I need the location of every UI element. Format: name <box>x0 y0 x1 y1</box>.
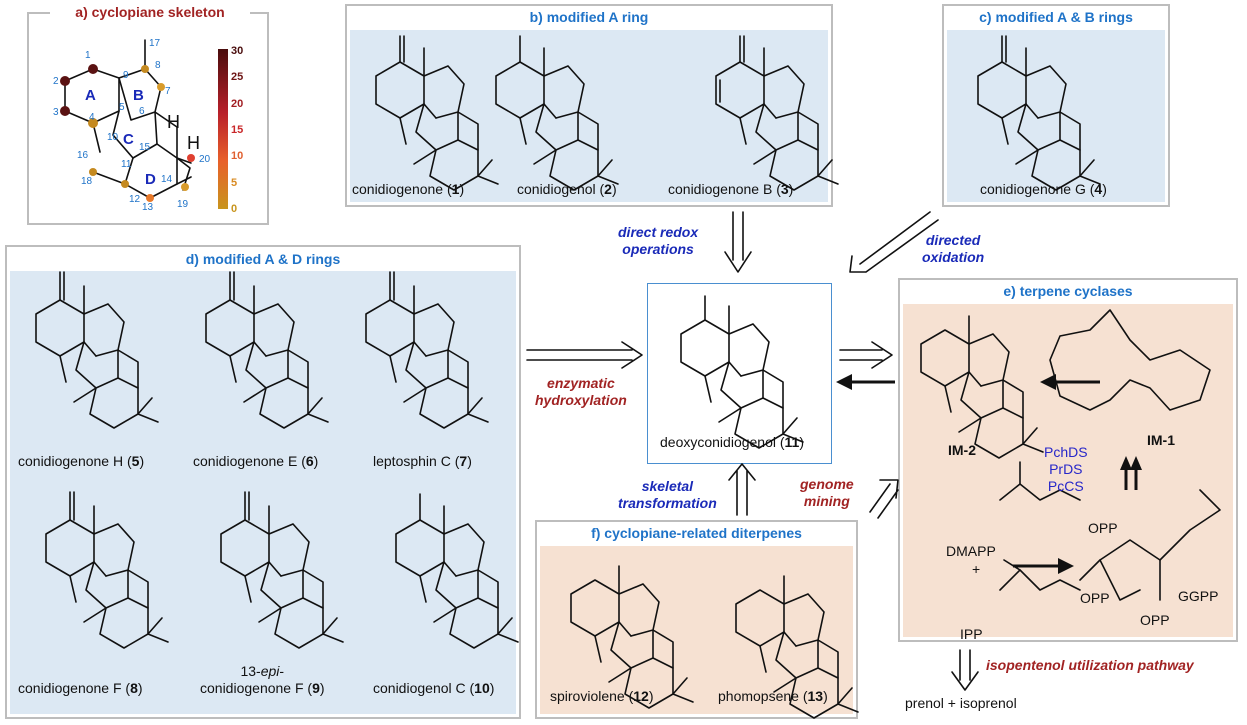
scale-tick-15: 15 <box>231 124 243 136</box>
label-prenol-isoprenol: prenol + isoprenol <box>905 695 1017 711</box>
panel-b-background <box>350 30 828 202</box>
compound-label-4: conidiogenone G (4) <box>980 181 1107 197</box>
ring-label-a: A <box>85 87 96 104</box>
atom-num-6: 6 <box>139 106 145 117</box>
panel-e-title: e) terpene cyclases <box>1003 283 1133 299</box>
scale-tick-30: 30 <box>231 45 243 57</box>
atom-num-15: 15 <box>139 142 151 153</box>
cyclopiane-skeleton-structure: 1 2 3 4 5 6 7 8 9 10 11 12 13 14 15 16 1… <box>53 38 243 215</box>
panel-d-modified-ad-rings: d) modified A & D rings <box>5 245 521 719</box>
atom-opp-ipp: OPP <box>1080 590 1110 606</box>
compound-label-6: conidiogenone E (6) <box>193 453 319 469</box>
atom-num-10: 10 <box>107 132 119 143</box>
atom-num-12: 12 <box>129 194 141 205</box>
compound-label-12: spiroviolene (12) <box>550 688 654 704</box>
compound-label-9: 13-epi- conidiogenone F (9) <box>200 663 325 696</box>
atom-h-6: H <box>167 112 180 132</box>
label-im2: IM-2 <box>948 442 976 458</box>
color-scale-bar <box>218 49 228 209</box>
compound-label-2: conidiogenol (2) <box>517 181 617 197</box>
compound-label-8: conidiogenone F (8) <box>18 680 143 696</box>
enzyme-prds: PrDS <box>1049 461 1083 477</box>
atom-num-7: 7 <box>165 86 171 97</box>
scale-tick-25: 25 <box>231 71 243 83</box>
panel-d-title: d) modified A & D rings <box>185 251 341 267</box>
atom-opp-dmapp: OPP <box>1088 520 1118 536</box>
atom-opp-ggpp: OPP <box>1140 612 1170 628</box>
panel-e-background <box>903 304 1233 637</box>
enzyme-pchds: PchDS <box>1044 444 1088 460</box>
ring-label-d: D <box>145 171 156 188</box>
atom-num-4: 4 <box>89 112 95 123</box>
compound-label-10: conidiogenol C (10) <box>373 680 495 696</box>
panel-c-background <box>947 30 1165 202</box>
enzyme-list: PchDS PrDS PcCS <box>1044 444 1088 495</box>
compound-label-1: conidiogenone (1) <box>352 181 465 197</box>
scale-tick-5: 5 <box>231 177 237 189</box>
scale-tick-0: 0 <box>231 203 237 215</box>
label-ggpp: GGPP <box>1178 588 1219 604</box>
atom-num-19: 19 <box>177 199 189 210</box>
compound-label-11: deoxyconidiogenol (11) <box>660 434 805 450</box>
atom-num-3: 3 <box>53 107 59 118</box>
panel-a-title-label: a) cyclopiane skeleton <box>50 4 250 20</box>
atom-num-18: 18 <box>81 176 93 187</box>
label-dmapp: DMAPP <box>946 543 996 559</box>
compound-label-7: leptosphin C (7) <box>373 453 472 469</box>
atom-num-9: 9 <box>123 70 129 81</box>
compound-label-3: conidiogenone B (3) <box>668 181 794 197</box>
atom-num-16: 16 <box>77 150 89 161</box>
atom-num-11: 11 <box>121 159 132 170</box>
atom-num-1: 1 <box>85 50 91 61</box>
atom-num-13: 13 <box>142 202 154 213</box>
ring-label-c: C <box>123 131 134 148</box>
panel-f-title: f) cyclopiane-related diterpenes <box>591 525 802 541</box>
label-plus: + <box>972 561 981 577</box>
atom-num-2: 2 <box>53 76 59 87</box>
panel-d-background <box>10 271 516 714</box>
label-im1: IM-1 <box>1147 432 1175 448</box>
ring-label-b: B <box>133 87 144 104</box>
enzyme-pccs: PcCS <box>1047 478 1084 494</box>
compound-label-5: conidiogenone H (5) <box>18 453 145 469</box>
panel-f-cyclopiane-related: f) cyclopiane-related diterpenes <box>535 520 858 719</box>
atom-num-17: 17 <box>149 38 161 49</box>
panel-b-title: b) modified A ring <box>529 9 649 25</box>
arrow-label-isopentenol: isopentenol utilization pathway <box>986 657 1194 673</box>
atom-num-5: 5 <box>119 102 125 113</box>
atom-num-20: 20 <box>199 154 211 165</box>
label-ipp: IPP <box>960 626 983 642</box>
atom-num-8: 8 <box>155 60 161 71</box>
panel-e-terpene-cyclases: e) terpene cyclases <box>898 278 1238 642</box>
scale-tick-10: 10 <box>231 150 243 162</box>
atom-h-15: H <box>187 133 200 153</box>
panel-f-background <box>540 546 853 714</box>
compound-label-13: phomopsene (13) <box>718 688 828 704</box>
scale-tick-20: 20 <box>231 98 243 110</box>
panel-c-title: c) modified A & B rings <box>979 9 1133 25</box>
atom-num-14: 14 <box>161 174 173 185</box>
